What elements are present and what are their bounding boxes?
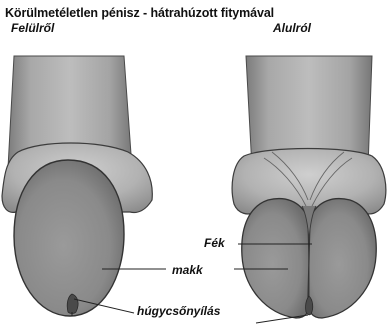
retracted-foreskin-bottom (232, 149, 386, 214)
meatus-top (67, 294, 78, 314)
label-meatus: húgycsőnyílás (137, 304, 220, 318)
label-glans: makk (172, 263, 203, 277)
penis-top-view (2, 56, 152, 316)
penis-bottom-view (232, 56, 386, 318)
label-frenulum: Fék (204, 236, 225, 250)
leader-meatus-right (256, 315, 308, 323)
glans-top (14, 160, 124, 316)
glans-left-lobe (242, 199, 310, 318)
glans-right-lobe (308, 199, 376, 318)
